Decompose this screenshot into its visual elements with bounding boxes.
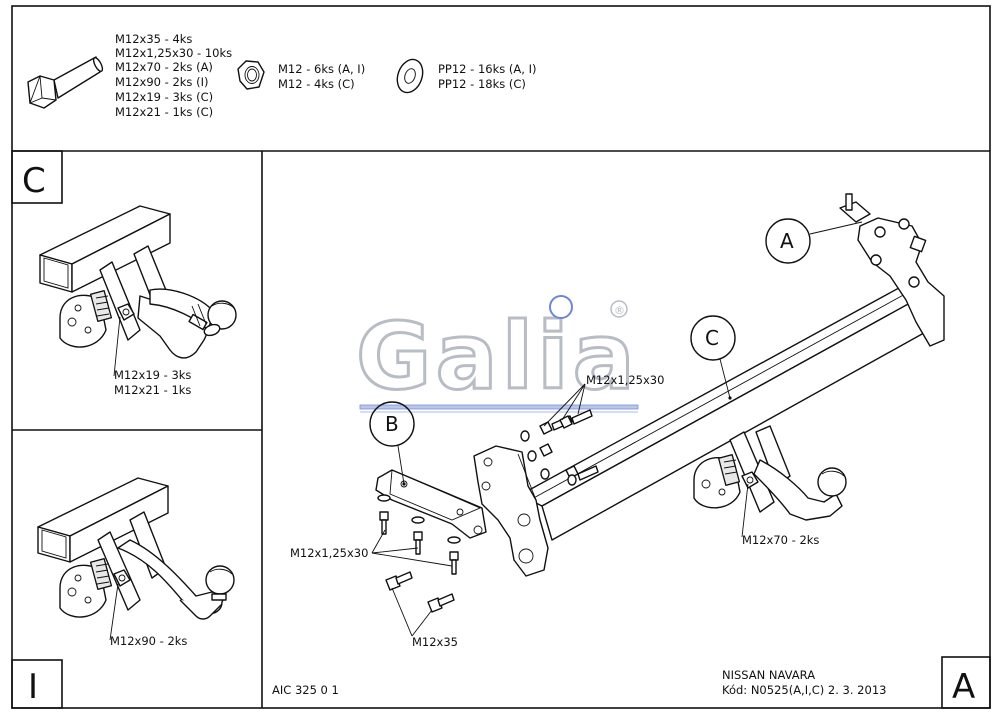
part-code: Kód: N0525(A,I,C) 2. 3. 2013 — [722, 683, 886, 697]
panel-i-letter: I — [28, 667, 38, 707]
washer-icon — [396, 58, 424, 94]
callout-a-label: A — [780, 229, 794, 253]
panel-c-leader — [113, 316, 121, 377]
parts-list: M12x35 - 4ks M12x1,25x30 - 10ks M12x70 -… — [27, 32, 536, 119]
corner-letter: A — [952, 667, 975, 707]
callout-c-label: C — [705, 326, 719, 350]
callout-a: A — [765, 218, 863, 264]
logo-underline — [359, 404, 639, 410]
bolt-top-label: M12x1,25x30 — [586, 373, 664, 387]
fasteners-left — [377, 494, 461, 613]
washer-spec-list: PP12 - 16ks (A, I) PP12 - 18ks (C) — [438, 62, 536, 91]
galia-logo: Galia ® — [355, 295, 639, 413]
main-assembly: Galia ® — [290, 193, 945, 649]
label-bolt-bottom: M12x35 — [391, 587, 458, 649]
bolt-spec-5: M12x19 - 3ks (C) — [115, 90, 213, 104]
registered-mark-icon — [610, 300, 628, 318]
drawing-frame — [11, 5, 991, 709]
bolt-spec-2: M12x1,25x30 - 10ks — [115, 46, 232, 60]
label-bolt-right: M12x70 - 2ks — [741, 483, 819, 547]
bolt-left-label: M12x1,25x30 — [290, 546, 368, 560]
bolt-spec-1: M12x35 - 4ks — [115, 32, 192, 46]
panel-i-hitch-drawing — [37, 477, 235, 620]
panel-c-bolt-label-1: M12x19 - 3ks — [114, 368, 191, 382]
label-bolt-top: M12x1,25x30 — [543, 373, 664, 427]
callout-b: B — [369, 401, 415, 486]
callout-c: C — [690, 315, 736, 400]
panel-c-letter: C — [22, 161, 46, 201]
bolt-spec-6: M12x21 - 1ks (C) — [115, 105, 213, 119]
panel-c-hitch-drawing — [39, 205, 237, 359]
nut-spec-list: M12 - 6ks (A, I) M12 - 4ks (C) — [278, 62, 365, 91]
bolt-icon — [27, 56, 104, 109]
logo-underline-thin — [360, 411, 638, 413]
label-bolt-left: M12x1,25x30 — [290, 529, 453, 567]
bolt-spec-4: M12x90 - 2ks (I) — [115, 75, 208, 89]
side-plate-left — [473, 445, 549, 577]
panel-i-leader — [109, 583, 119, 641]
bolt-spec-list: M12x35 - 4ks M12x1,25x30 - 10ks M12x70 -… — [115, 32, 232, 119]
callout-b-label: B — [385, 412, 399, 436]
footer: AIC 325 0 1 NISSAN NAVARA Kód: N0525(A,I… — [272, 656, 991, 709]
panel-c-bolt-label-2: M12x21 - 1ks — [114, 383, 191, 397]
washer-spec-2: PP12 - 18ks (C) — [438, 77, 526, 91]
panel-i: I M12x — [11, 477, 235, 709]
drawing-number: AIC 325 0 1 — [272, 683, 339, 697]
registered-mark: ® — [614, 304, 625, 317]
hitch-arm — [693, 425, 847, 521]
panel-i-bolt-label: M12x90 - 2ks — [110, 634, 187, 648]
bolt-bottom-label: M12x35 — [412, 635, 458, 649]
logo-dot-icon — [549, 295, 573, 319]
nut-spec-2: M12 - 4ks (C) — [278, 77, 355, 91]
vehicle-name: NISSAN NAVARA — [722, 668, 815, 682]
bolt-spec-3: M12x70 - 2ks (A) — [115, 60, 213, 74]
panel-c: C — [11, 150, 237, 397]
washer-spec-1: PP12 - 16ks (A, I) — [438, 62, 536, 76]
galia-logo-text: Galia — [356, 303, 639, 410]
bracket-a — [839, 193, 945, 347]
nut-spec-1: M12 - 6ks (A, I) — [278, 62, 365, 76]
nut-icon — [237, 60, 265, 90]
fasteners-top — [520, 409, 599, 486]
bolt-right-label: M12x70 - 2ks — [742, 533, 819, 547]
bracket-b — [375, 469, 487, 539]
